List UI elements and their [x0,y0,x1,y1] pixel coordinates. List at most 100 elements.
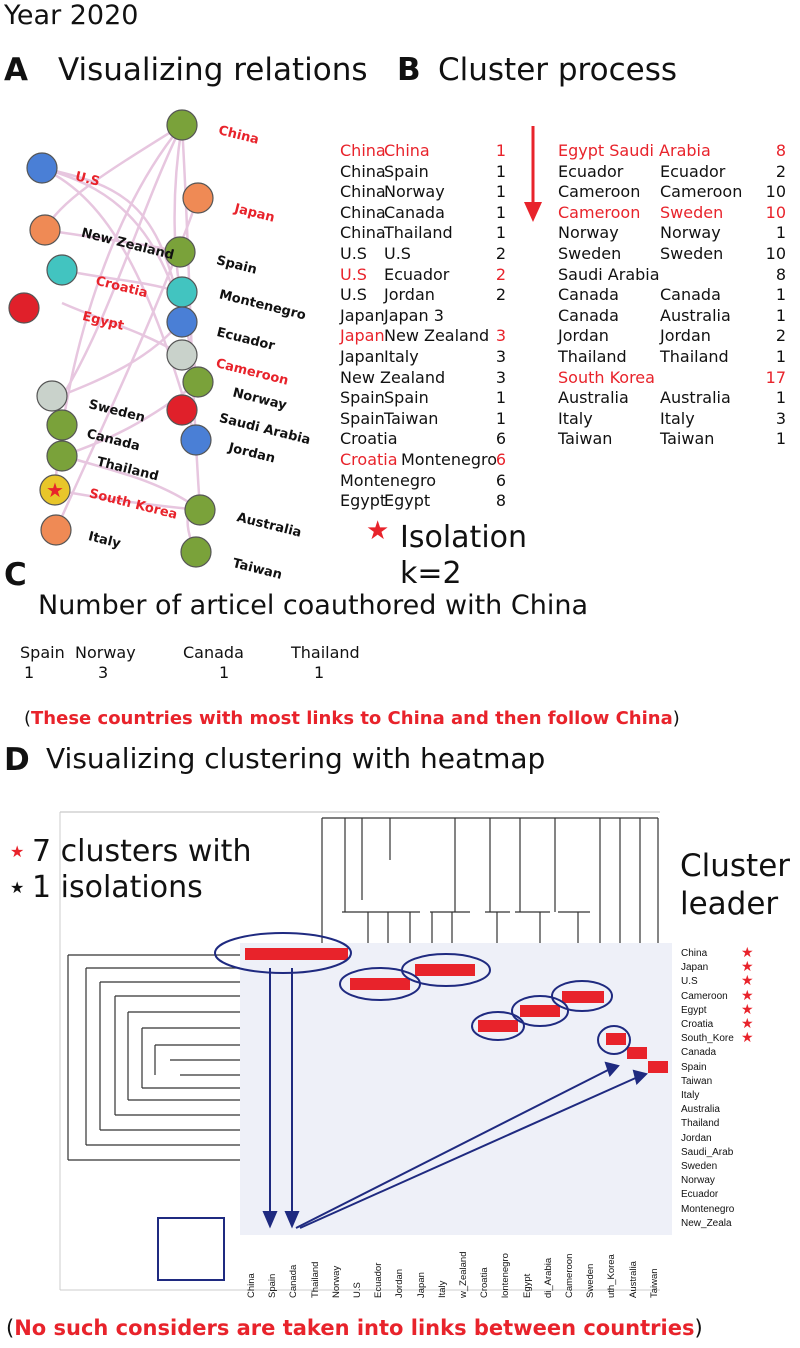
left-row-b: Ecuador [384,264,450,284]
col-label: Croatia [479,1267,491,1298]
col-label: lontenegro [500,1253,512,1298]
cluster-ellipse [597,1025,631,1055]
right-row-count: 1 [775,388,786,408]
row-label: Thailand [681,1118,720,1130]
col-label: w_Zealand [458,1251,469,1298]
col-label: Jordan [394,1268,406,1298]
node-southkorea [39,474,71,506]
left-row-count: 2 [495,264,506,284]
col-label: uth_Korea [606,1254,618,1298]
leader-star-icon: ★ [741,1030,754,1046]
right-row-a: Canada [558,305,619,325]
left-row-b: Norway [384,182,445,202]
right-row-count: 1 [775,223,786,243]
col-label: Thailand [309,1261,321,1298]
cluster-star-icon: ★ [10,842,25,861]
row-label: Ecuador [681,1189,719,1201]
count-spain: 1 [24,663,35,682]
col-label: di_Arabia [542,1257,554,1298]
right-row-count: 10 [765,182,786,202]
row-label: Cameroon [681,990,728,1002]
left-row-count: 1 [495,202,506,222]
edge [54,488,201,512]
row-label: New_Zeala [681,1217,732,1229]
row-label: Norway [681,1175,715,1187]
node-newzealand [29,214,61,246]
right-row-b: Sweden [660,202,724,222]
left-row-count: 1 [495,141,506,160]
legend-square [157,1217,225,1281]
left-row-b: Spain [384,388,429,408]
cluster-ellipse [471,1011,525,1041]
isolation-star-icon: ★ [46,478,64,502]
col-label: China [246,1273,257,1298]
count-thailand: 1 [314,663,325,682]
right-row-count: 2 [775,326,786,346]
edge [58,124,184,401]
cluster-ellipse [214,932,352,974]
cluster-leader-line1: Cluster [680,848,791,884]
left-row-b: Italy [384,347,419,366]
right-row-b: Australia [660,305,731,325]
right-row-count: 10 [765,244,786,263]
right-row-count: 8 [775,141,786,160]
heatmap-cells [245,948,668,1073]
right-row-count: 3 [775,408,786,428]
right-row-a: Thailand [558,347,627,366]
right-row-count: 1 [775,429,786,449]
right-row-b: Australia [660,388,731,408]
leader-star-icon: ★ [741,1016,754,1032]
left-row-a: China [340,202,386,222]
node-china [166,109,198,141]
left-row-count: 3 [495,367,506,387]
leader-star-icon: ★ [741,959,754,975]
row-label: Croatia [681,1019,714,1030]
edge [59,319,183,398]
left-row-a: Japan [340,326,385,346]
left-row-count: 1 [495,182,506,202]
left-row-count: 2 [495,244,506,263]
left-row-count: 1 [495,408,506,428]
left-row-b: Egypt [384,491,431,511]
edge [41,166,198,441]
cluster-ellipse [551,980,613,1012]
count-canada: 1 [219,663,230,682]
country-spain: Spain [20,643,65,662]
leader-stars: ★ ★ ★ ★ ★ ★ ★ [741,945,754,1046]
left-row-a: China [340,223,386,243]
col-label: Canada [288,1264,300,1298]
cluster-ellipse [511,995,569,1027]
left-row-a: Japan [340,305,385,325]
row-label: Canada [681,1047,717,1059]
leader-star-icon: ★ [741,945,754,961]
left-row-b: Jordan [384,285,435,305]
right-row-count: 1 [775,285,786,305]
node-us [26,152,58,184]
node-italy [40,514,72,546]
panel-a-title: Visualizing relations [58,52,368,88]
node-egypt [8,292,40,324]
right-row-b: Norway [660,223,721,243]
right-row-a: Ecuador [558,161,624,181]
edge [61,301,183,357]
heat-cell [520,1005,560,1017]
col-label: Norway [330,1265,342,1298]
panel-c-note: (These countries with most links to Chin… [24,708,680,729]
left-row-count: 6 [495,470,506,490]
left-row-a: New Zealand [340,367,446,387]
left-row-b: Thailand [384,223,453,243]
panel-d-title: Visualizing clustering with heatmap [46,742,546,775]
node-spain [164,236,196,268]
count-norway: 3 [98,663,109,682]
left-row-b: China [384,141,430,160]
col-label: Ecuador [373,1262,385,1298]
heat-cell [350,978,410,990]
left-row-a: China [340,182,386,202]
right-row-a: Cameroon [558,182,641,202]
right-row-a: Norway [558,223,619,243]
left-row-a: U.S [340,244,367,263]
left-row-a: Croatia [340,429,398,449]
right-row-count: 1 [775,347,786,366]
right-row-a: Australia [558,388,629,408]
node-canada [46,409,78,441]
